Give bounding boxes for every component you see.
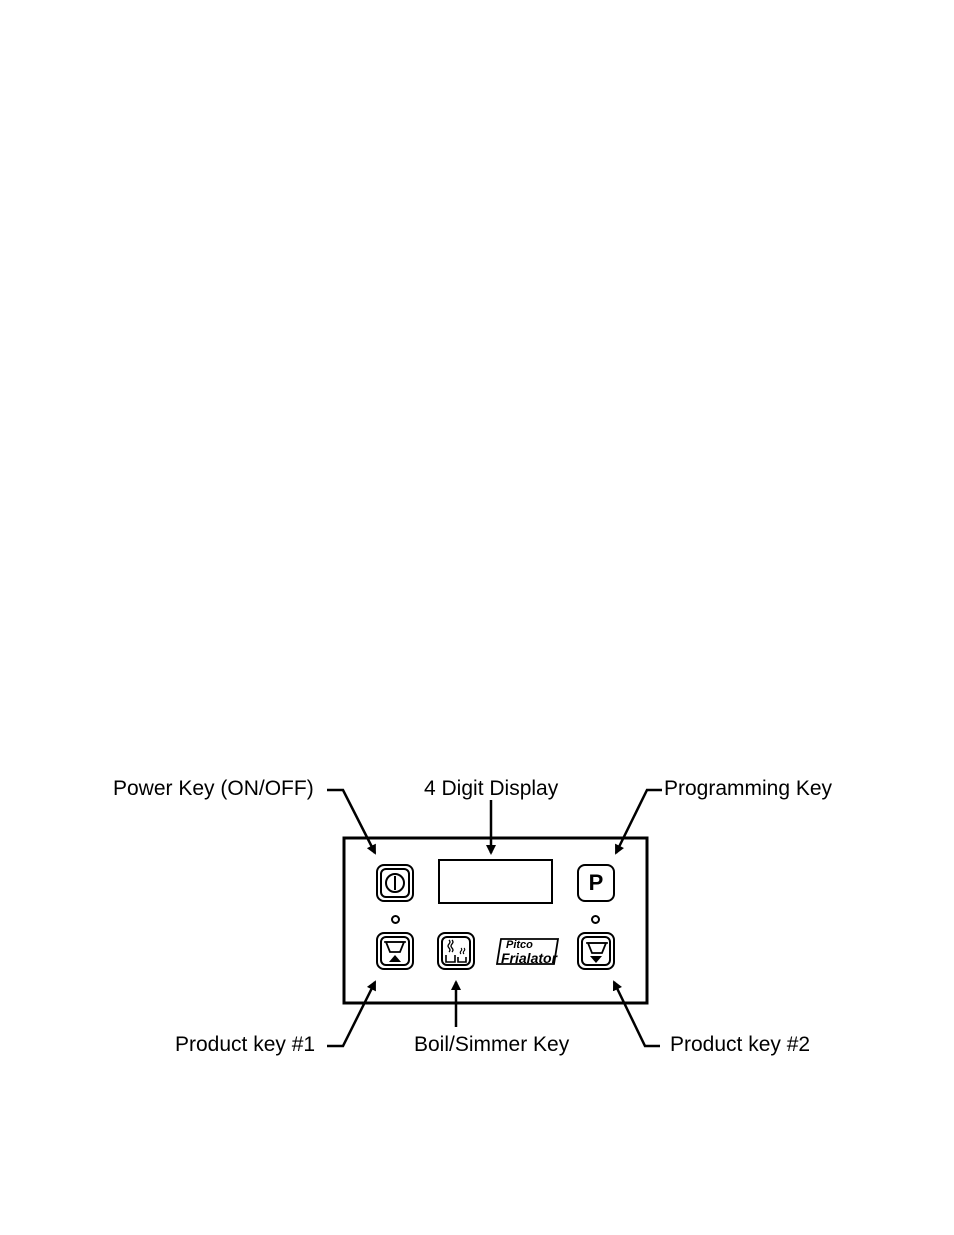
power-key-leader-arrow — [327, 790, 375, 853]
basket-raise-icon — [378, 934, 416, 972]
programming-key-leader-arrow — [616, 790, 662, 853]
power-symbol-icon — [378, 866, 416, 904]
product-key-2[interactable] — [577, 932, 615, 970]
product-key-1-leader-arrow — [327, 982, 375, 1046]
product-key-1[interactable] — [376, 932, 414, 970]
product-key-2-leader-arrow — [614, 982, 660, 1046]
four-digit-display — [438, 859, 553, 904]
product-2-indicator-light — [591, 915, 600, 924]
programming-key[interactable]: P — [577, 864, 615, 902]
product-1-indicator-light — [391, 915, 400, 924]
steam-pots-icon — [439, 934, 477, 972]
logo-brand-line2: Frialator — [501, 951, 557, 965]
programming-key-symbol: P — [579, 870, 613, 896]
power-key[interactable] — [376, 864, 414, 902]
basket-lower-icon — [579, 934, 617, 972]
boil-simmer-key[interactable] — [437, 932, 475, 970]
